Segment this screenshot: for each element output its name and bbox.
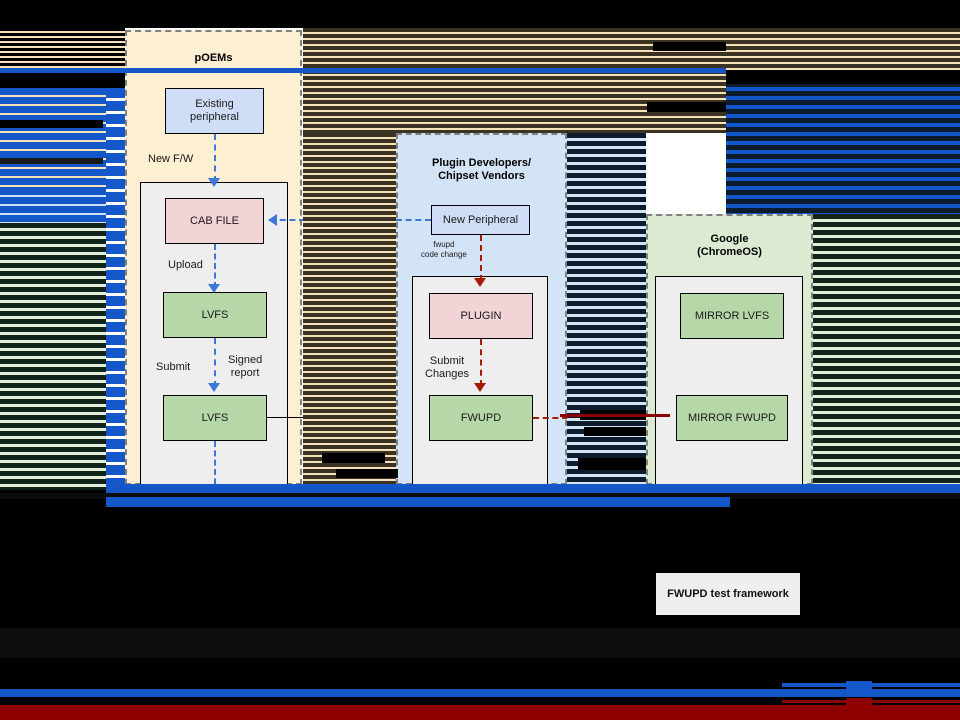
arrowhead-existing-to-cab	[208, 178, 220, 187]
node-cab-file-label: CAB FILE	[190, 214, 239, 227]
glitch-bar-red-bot-b	[0, 705, 960, 720]
glitch-scanlines-tan-mid	[303, 133, 396, 490]
node-plugin-label: PLUGIN	[460, 309, 502, 322]
glitch-scanlines-leftblue-2	[0, 188, 106, 224]
edge-cab-to-lvfs	[214, 244, 216, 288]
glitch-bar-blue-bot-b	[0, 689, 960, 697]
node-new-peripheral-label: New Peripheral	[442, 213, 519, 226]
glitch-scanlines-topright-tan	[726, 28, 960, 70]
node-mirror-fwupd[interactable]: MIRROR FWUPD	[676, 395, 788, 441]
glitch-scanlines-blue-mid	[567, 133, 646, 490]
arrowhead-new-peripheral-to-plugin	[474, 278, 486, 287]
node-lvfs-upper-label: LVFS	[201, 308, 229, 321]
glitch-bar-blue-top	[0, 68, 960, 73]
glitch-redaction-mid-3	[578, 458, 646, 470]
glitch-bar-red-bot-c	[846, 698, 872, 710]
glitch-band-bottom	[0, 628, 960, 658]
edge-new-peripheral-to-cab	[270, 219, 431, 221]
edge-lvfs-to-lvfs	[214, 338, 216, 387]
node-lvfs-lower-label: LVFS	[201, 411, 229, 424]
glitch-redaction-top-1	[653, 42, 748, 51]
glitch-scanlines-topleft	[0, 28, 125, 72]
glitch-bar-left-vertical	[106, 88, 125, 490]
edge-existing-to-cab	[214, 134, 216, 182]
node-plugin[interactable]: PLUGIN	[429, 293, 533, 339]
glitch-scanlines-leftgreen	[0, 223, 106, 490]
glitch-redaction-top-2	[647, 102, 754, 112]
glitch-scanlines-topright	[726, 28, 960, 214]
lane-poems-title: pOEMs	[194, 52, 233, 64]
glitch-redaction-mid-2	[584, 427, 646, 436]
glitch-block-topleft	[0, 72, 125, 88]
glitch-bar-red-mid	[560, 414, 670, 417]
fwupd-test-framework-caption: FWUPD test framework	[656, 573, 800, 615]
glitch-redaction-left-1	[0, 120, 103, 128]
glitch-bar-blue-bot-c	[846, 681, 872, 695]
glitch-scanlines-green-right	[813, 214, 960, 490]
node-cab-file[interactable]: CAB FILE	[165, 198, 264, 244]
lane-plugin-title: Plugin Developers/Chipset Vendors	[431, 157, 532, 182]
node-mirror-lvfs-label: MIRROR LVFS	[694, 309, 770, 322]
node-mirror-fwupd-label: MIRROR FWUPD	[688, 411, 776, 424]
node-new-peripheral[interactable]: New Peripheral	[431, 205, 530, 235]
glitch-redaction-tan-1	[322, 453, 385, 463]
glitch-bar-blue-bottom-2	[106, 497, 730, 507]
node-lvfs-lower[interactable]: LVFS	[163, 395, 267, 441]
arrowhead-plugin-to-fwupd	[474, 383, 486, 392]
edge-plugin-to-fwupd	[480, 339, 482, 386]
lane-google-title: Google(ChromeOS)	[697, 233, 762, 258]
node-fwupd-label: FWUPD	[460, 411, 502, 424]
node-mirror-lvfs[interactable]: MIRROR LVFS	[680, 293, 784, 339]
node-fwupd[interactable]: FWUPD	[429, 395, 533, 441]
glitch-bar-blue-bottom-1	[106, 484, 960, 493]
edge-label-upload: Upload	[168, 259, 203, 271]
arrowhead-lvfs-to-lvfs	[208, 383, 220, 392]
glitch-scanlines-leftblue	[0, 88, 110, 223]
edge-lvfs-down-tail	[214, 441, 216, 503]
node-lvfs-upper[interactable]: LVFS	[163, 292, 267, 338]
arrowhead-cab-to-lvfs	[208, 284, 220, 293]
edge-label-submit: Submit	[156, 361, 191, 373]
edge-new-peripheral-to-plugin	[480, 235, 482, 281]
edge-label-new-fw: New F/W	[148, 153, 194, 165]
glitch-redaction-left-2	[0, 158, 103, 164]
arrowhead-new-peripheral-to-cab	[268, 214, 277, 226]
caption-label: FWUPD test framework	[667, 588, 789, 600]
glitch-redaction-tan-2	[336, 469, 398, 478]
glitch-bar-dark-bottom	[0, 493, 960, 499]
